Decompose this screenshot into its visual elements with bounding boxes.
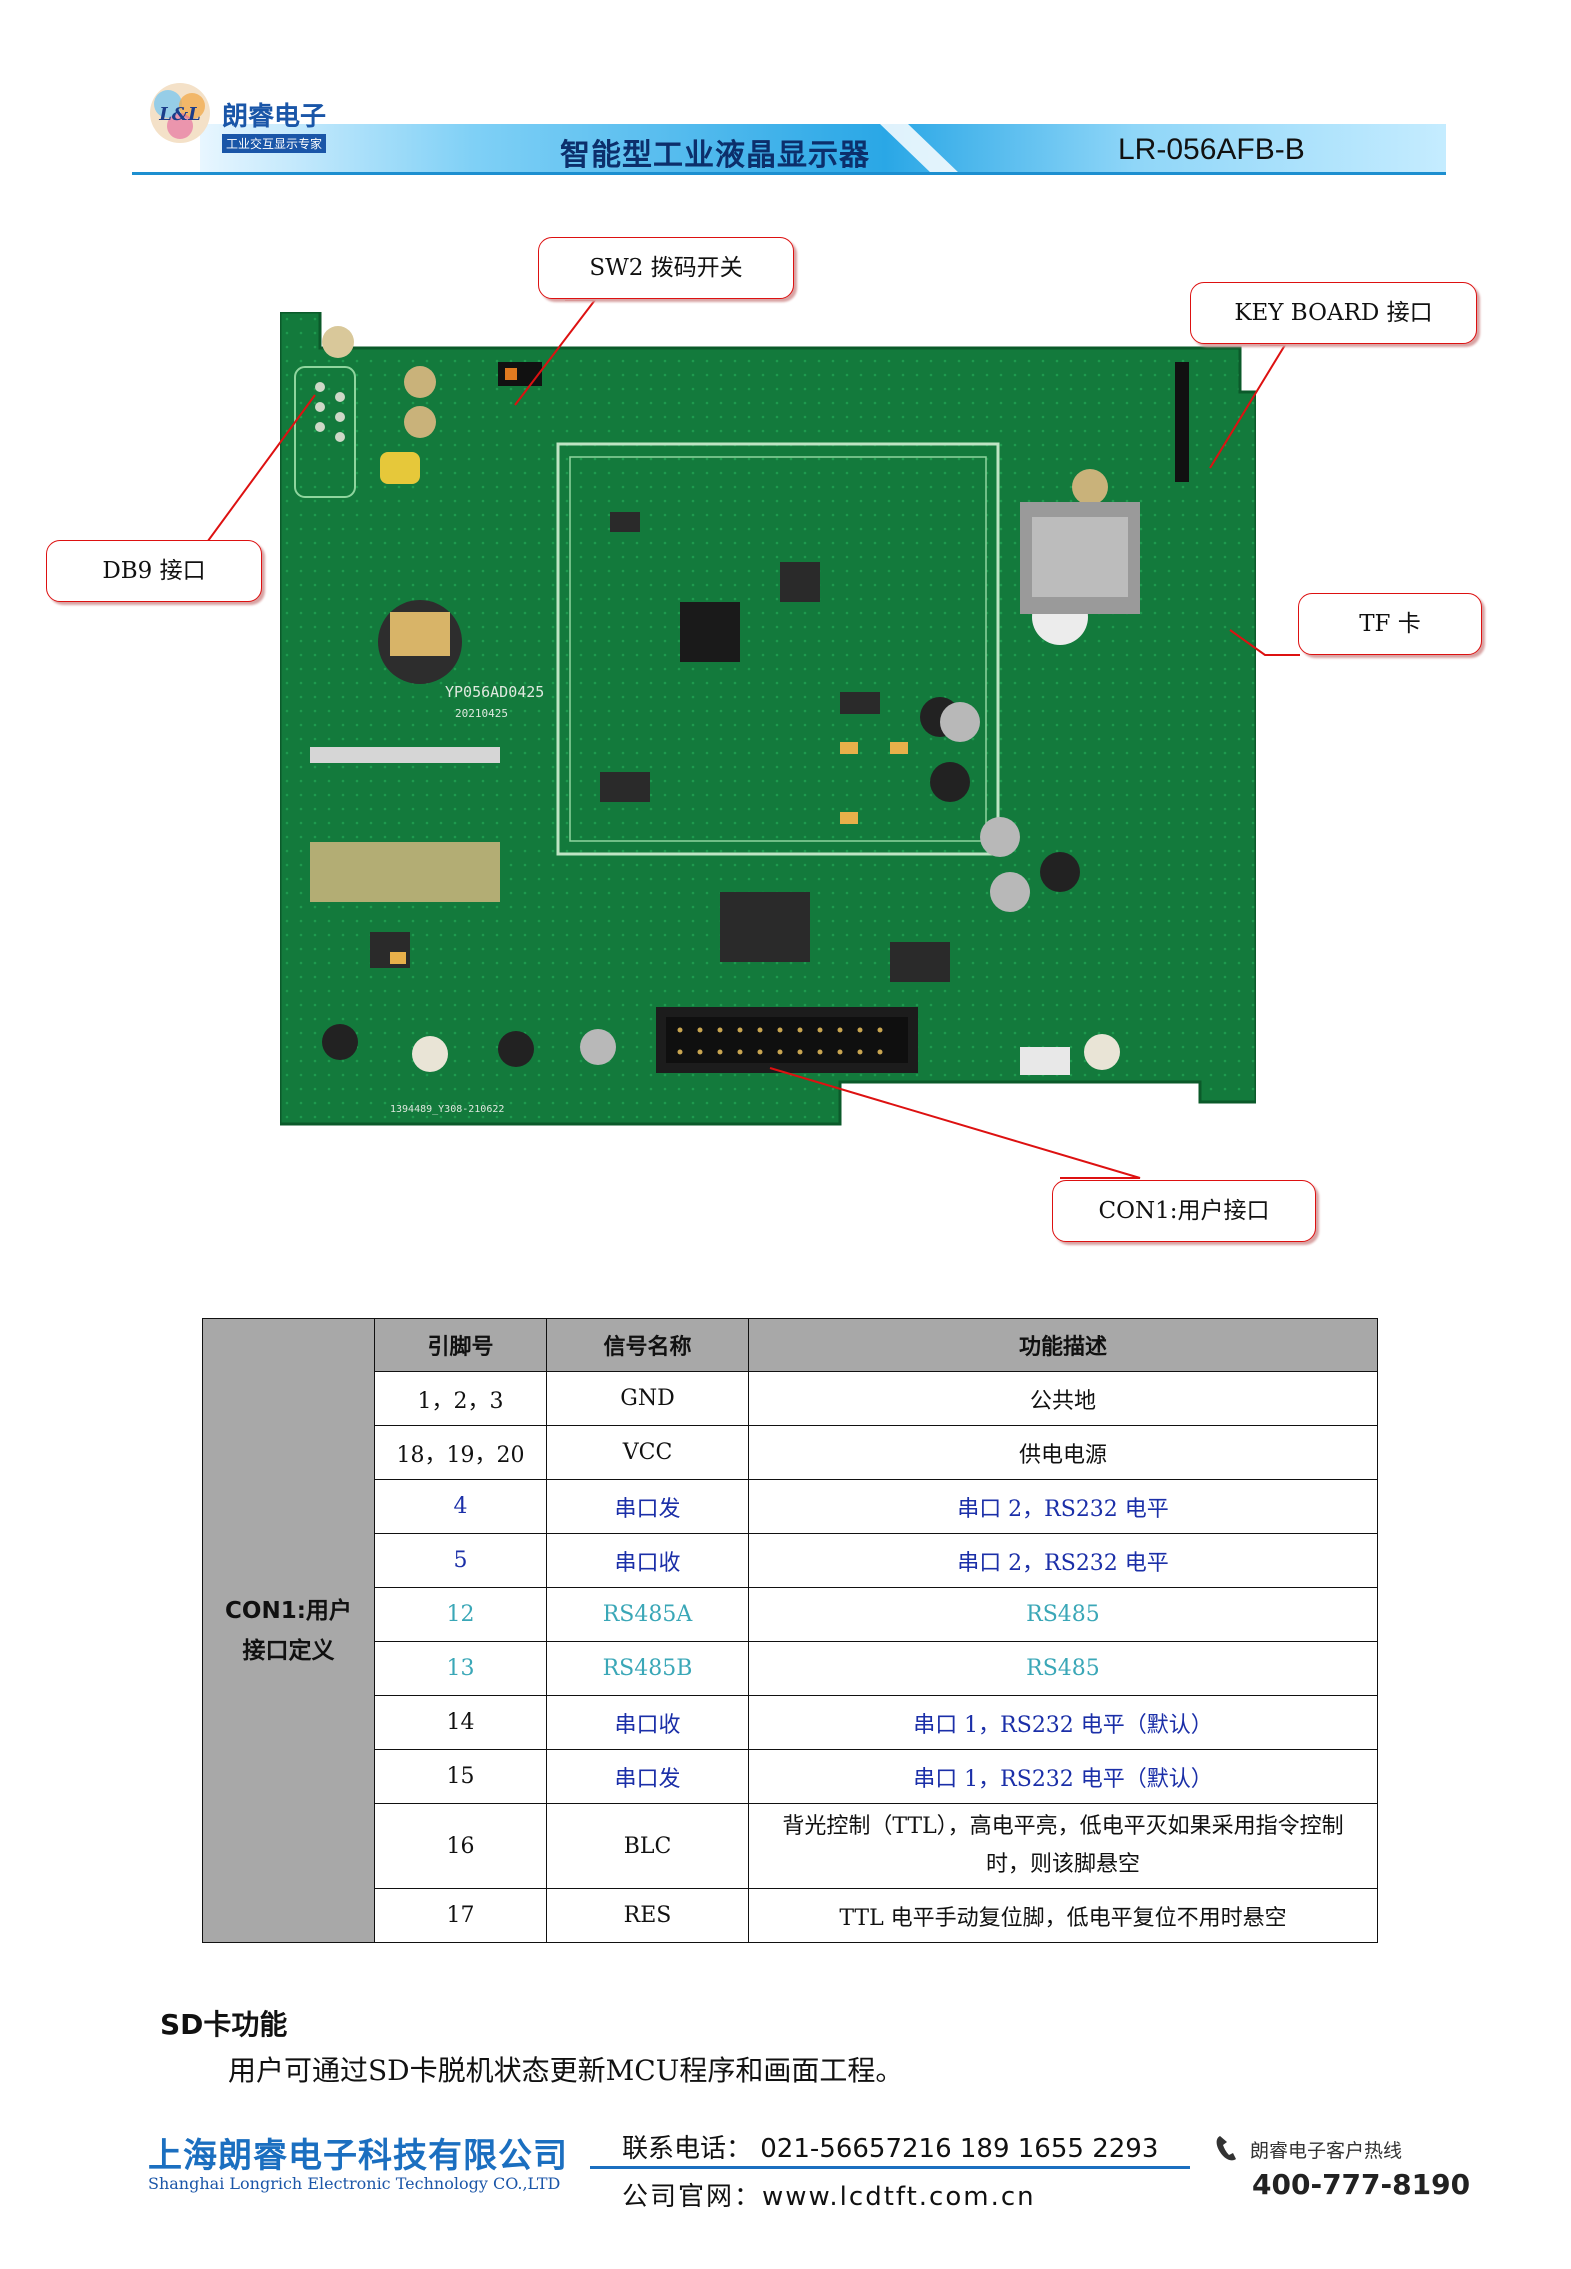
signal-cell: 串口收 (546, 1533, 749, 1588)
desc-cell: 串口 1，RS232 电平（默认） (748, 1695, 1378, 1750)
callout-con1: CON1:用户接口 (1052, 1180, 1316, 1242)
model-number: LR-056AFB-B (1118, 133, 1305, 166)
desc-cell: 串口 2，RS232 电平 (748, 1533, 1378, 1588)
pin-cell: 14 (374, 1695, 547, 1750)
footer-rule (590, 2166, 1190, 2169)
footer-phone: 联系电话： 021-56657216 189 1655 2293 (622, 2134, 1159, 2164)
pin-cell: 15 (374, 1749, 547, 1804)
row-header-line1: CON1:用户 (225, 1597, 352, 1624)
footer-company-en: Shanghai Longrich Electronic Technology … (148, 2174, 561, 2193)
signal-cell: VCC (546, 1425, 749, 1480)
desc-cell: TTL 电平手动复位脚，低电平复位不用时悬空 (748, 1888, 1378, 1943)
pcb-board-photo: YP056AD0425 20210425 1394489_Y308-210622 (280, 312, 1256, 1126)
board-date-silk: 20210425 (455, 707, 508, 720)
board-id-silk: YP056AD0425 (445, 683, 544, 701)
pin-cell: 18，19，20 (374, 1425, 547, 1480)
pin-cell: 1，2，3 (374, 1371, 547, 1426)
desc-cell: 供电电源 (748, 1425, 1378, 1480)
footer-hotline-label: 朗睿电子客户热线 (1250, 2140, 1403, 2162)
table-header-row: CON1:用户 接口定义 引脚号 信号名称 功能描述 (202, 1318, 1378, 1943)
board-code-silk: 1394489_Y308-210622 (390, 1104, 504, 1115)
footer-company-cn: 上海朗睿电子科技有限公司 (148, 2136, 568, 2176)
pin-cell: 12 (374, 1587, 547, 1642)
sd-section-title: SD卡功能 (160, 2008, 288, 2041)
signal-cell: 串口发 (546, 1749, 749, 1804)
signal-cell: RS485B (546, 1641, 749, 1696)
desc-cell: 串口 2，RS232 电平 (748, 1479, 1378, 1534)
pin-cell: 5 (374, 1533, 547, 1588)
logo-company-name: 朗睿电子 (222, 102, 327, 132)
col-header-pin: 引脚号 (374, 1318, 547, 1372)
footer-hotline-number: 400-777-8190 (1252, 2168, 1471, 2201)
signal-cell: RES (546, 1888, 749, 1943)
callout-db9: DB9 接口 (46, 540, 262, 602)
desc-cell: 串口 1，RS232 电平（默认） (748, 1749, 1378, 1804)
callout-keyboard: KEY BOARD 接口 (1190, 282, 1477, 344)
document-title: 智能型工业液晶显示器 (560, 138, 870, 173)
signal-cell: BLC (546, 1803, 749, 1889)
desc-cell: 公共地 (748, 1371, 1378, 1426)
header-rule (132, 172, 1446, 175)
desc-cell: 背光控制（TTL），高电平亮，低电平灭如果采用指令控制时，则该脚悬空 (748, 1803, 1378, 1889)
pin-cell: 13 (374, 1641, 547, 1696)
sd-section-body: 用户可通过SD卡脱机状态更新MCU程序和画面工程。 (228, 2054, 904, 2087)
footer-website: 公司官网：www.lcdtft.com.cn (622, 2182, 1036, 2212)
signal-cell: 串口发 (546, 1479, 749, 1534)
header-bar (200, 124, 1446, 174)
desc-cell: RS485 (748, 1641, 1378, 1696)
signal-cell: RS485A (546, 1587, 749, 1642)
logo-letters: L&L (158, 104, 201, 125)
signal-cell: 串口收 (546, 1695, 749, 1750)
callout-sw2: SW2 拨码开关 (538, 237, 794, 299)
pin-cell: 17 (374, 1888, 547, 1943)
table-row-header: CON1:用户 接口定义 (202, 1318, 375, 1943)
company-logo-icon: L&L (150, 83, 210, 143)
col-header-desc: 功能描述 (748, 1318, 1378, 1372)
signal-cell: GND (546, 1371, 749, 1426)
desc-cell: RS485 (748, 1587, 1378, 1642)
logo-slogan: 工业交互显示专家 (222, 134, 327, 153)
col-header-signal: 信号名称 (546, 1318, 749, 1372)
phone-icon (1216, 2136, 1236, 2161)
row-header-line2: 接口定义 (242, 1637, 335, 1664)
callout-tf-card: TF 卡 (1298, 593, 1482, 655)
pin-cell: 16 (374, 1803, 547, 1889)
pin-cell: 4 (374, 1479, 547, 1534)
